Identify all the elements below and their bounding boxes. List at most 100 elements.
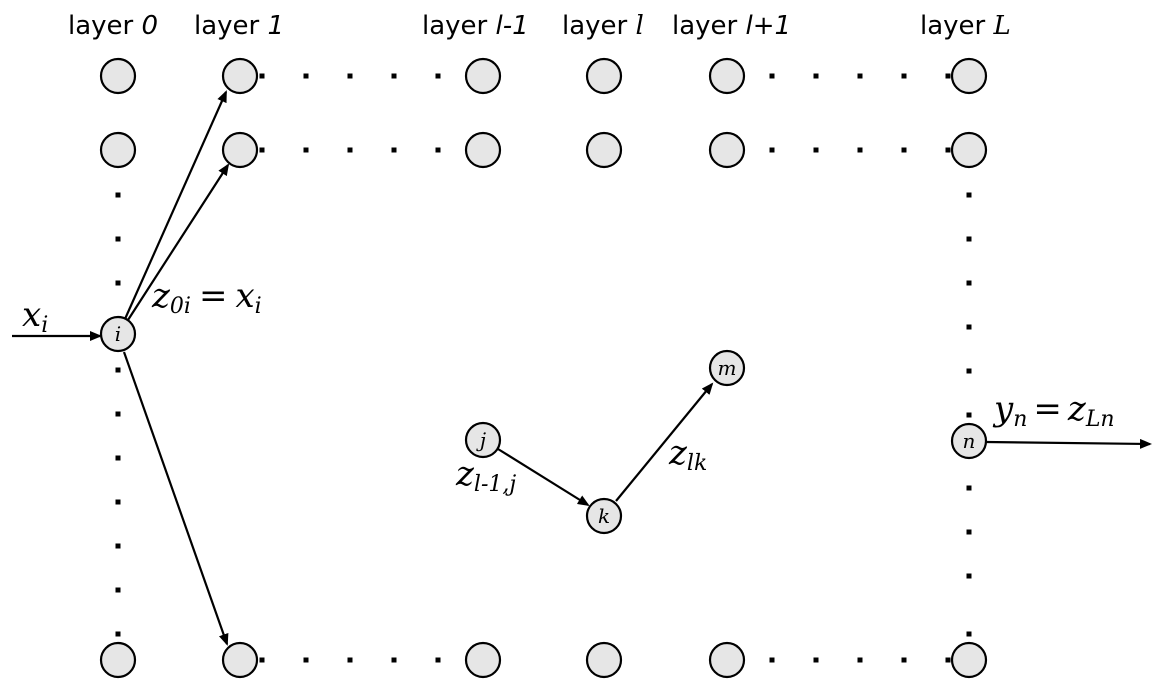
node bbox=[99, 57, 137, 95]
ellipsis-dot bbox=[945, 657, 951, 663]
ellipsis-dot bbox=[945, 147, 951, 153]
ellipsis-dot bbox=[966, 573, 972, 579]
ellipsis-dot bbox=[115, 455, 121, 461]
node bbox=[221, 57, 259, 95]
node bbox=[708, 57, 746, 95]
layer-label-1: layer 1 bbox=[194, 11, 284, 41]
node bbox=[585, 57, 623, 95]
node bbox=[464, 131, 502, 169]
ellipsis-dot bbox=[303, 73, 309, 79]
ellipsis-dot bbox=[966, 236, 972, 242]
ellipsis-dot bbox=[857, 147, 863, 153]
node bbox=[585, 641, 623, 679]
ellipsis-dot bbox=[901, 73, 907, 79]
ellipsis-dot bbox=[435, 147, 441, 153]
ellipsis-dot bbox=[115, 499, 121, 505]
node-label-n: n bbox=[963, 429, 976, 453]
ellipsis-dot bbox=[813, 73, 819, 79]
node bbox=[464, 57, 502, 95]
ellipsis-dot bbox=[769, 73, 775, 79]
edge-i-to-layer1-second bbox=[127, 163, 230, 321]
ellipsis-dot bbox=[966, 529, 972, 535]
ellipsis-dot bbox=[259, 73, 265, 79]
node-n: n bbox=[950, 422, 988, 460]
node bbox=[221, 641, 259, 679]
node-k: k bbox=[585, 497, 623, 535]
ellipsis-dot bbox=[857, 657, 863, 663]
node bbox=[99, 641, 137, 679]
ellipsis-dot bbox=[769, 657, 775, 663]
output-arrow bbox=[985, 438, 1152, 449]
ellipsis-dot bbox=[966, 280, 972, 286]
ellipsis-dot bbox=[966, 412, 972, 418]
node-label-i: i bbox=[115, 322, 121, 346]
edge-i-to-layer1-top bbox=[123, 90, 228, 320]
layer-labels: layer 0 layer 1 layer l-1 layer l layer … bbox=[68, 11, 1011, 41]
node-j: j bbox=[464, 421, 502, 459]
ellipsis-dot bbox=[115, 587, 121, 593]
node bbox=[950, 131, 988, 169]
node bbox=[950, 57, 988, 95]
node bbox=[585, 131, 623, 169]
equation-z0i: z0i=xi bbox=[151, 276, 262, 319]
equation-input: xi bbox=[22, 295, 48, 338]
ellipsis-dot bbox=[813, 657, 819, 663]
layer-label-0: layer 0 bbox=[68, 11, 158, 41]
ellipsis-dot bbox=[303, 147, 309, 153]
node-i: i bbox=[99, 315, 137, 353]
ellipsis-dot bbox=[391, 657, 397, 663]
ellipsis-dot bbox=[435, 73, 441, 79]
ellipsis-dot bbox=[115, 543, 121, 549]
ellipsis-dot bbox=[391, 147, 397, 153]
equations: xi z0i=xi zl-1,j zlk yn=zLn bbox=[22, 276, 1115, 497]
edge-i-to-layer1-bottom bbox=[122, 351, 229, 646]
ellipsis-dot bbox=[813, 147, 819, 153]
node-label-k: k bbox=[598, 504, 610, 528]
layer-label-l-plus-1: layer l+1 bbox=[672, 11, 791, 41]
edges bbox=[12, 90, 1152, 646]
ellipsis-dot bbox=[901, 657, 907, 663]
layer-label-L: layer L bbox=[920, 11, 1011, 41]
equation-zlk: zlk bbox=[668, 433, 707, 476]
ellipsis-dot bbox=[115, 631, 121, 637]
ellipsis-dot bbox=[347, 147, 353, 153]
ellipsis-dot bbox=[966, 631, 972, 637]
ellipsis-dot bbox=[966, 192, 972, 198]
layer-label-l: layer l bbox=[562, 11, 644, 41]
node bbox=[708, 131, 746, 169]
ellipsis-dot bbox=[901, 147, 907, 153]
edge-j-to-k bbox=[497, 448, 590, 507]
node bbox=[221, 131, 259, 169]
ellipsis-dot bbox=[303, 657, 309, 663]
ellipsis-dot bbox=[966, 324, 972, 330]
ellipsis-dot bbox=[115, 192, 121, 198]
ellipsis-dot bbox=[115, 367, 121, 373]
node-label-m: m bbox=[718, 356, 737, 380]
dotted-connectors bbox=[115, 73, 972, 663]
node bbox=[99, 131, 137, 169]
ellipsis-dot bbox=[966, 485, 972, 491]
equation-zl1j: zl-1,j bbox=[455, 454, 516, 497]
ellipsis-dot bbox=[966, 368, 972, 374]
node-label-j: j bbox=[476, 428, 486, 452]
node-m: m bbox=[708, 349, 746, 387]
nodes: i j k m n bbox=[99, 57, 988, 679]
ellipsis-dot bbox=[769, 147, 775, 153]
ellipsis-dot bbox=[435, 657, 441, 663]
ellipsis-dot bbox=[347, 657, 353, 663]
ellipsis-dot bbox=[259, 657, 265, 663]
edge-k-to-m bbox=[615, 382, 714, 502]
ellipsis-dot bbox=[115, 236, 121, 242]
node bbox=[708, 641, 746, 679]
ellipsis-dot bbox=[391, 73, 397, 79]
ellipsis-dot bbox=[347, 73, 353, 79]
ellipsis-dot bbox=[945, 73, 951, 79]
ellipsis-dot bbox=[115, 411, 121, 417]
ellipsis-dot bbox=[115, 280, 121, 286]
node bbox=[950, 641, 988, 679]
ellipsis-dot bbox=[857, 73, 863, 79]
layer-label-l-minus-1: layer l-1 bbox=[422, 11, 529, 41]
equation-output: yn=zLn bbox=[992, 389, 1115, 432]
node bbox=[464, 641, 502, 679]
